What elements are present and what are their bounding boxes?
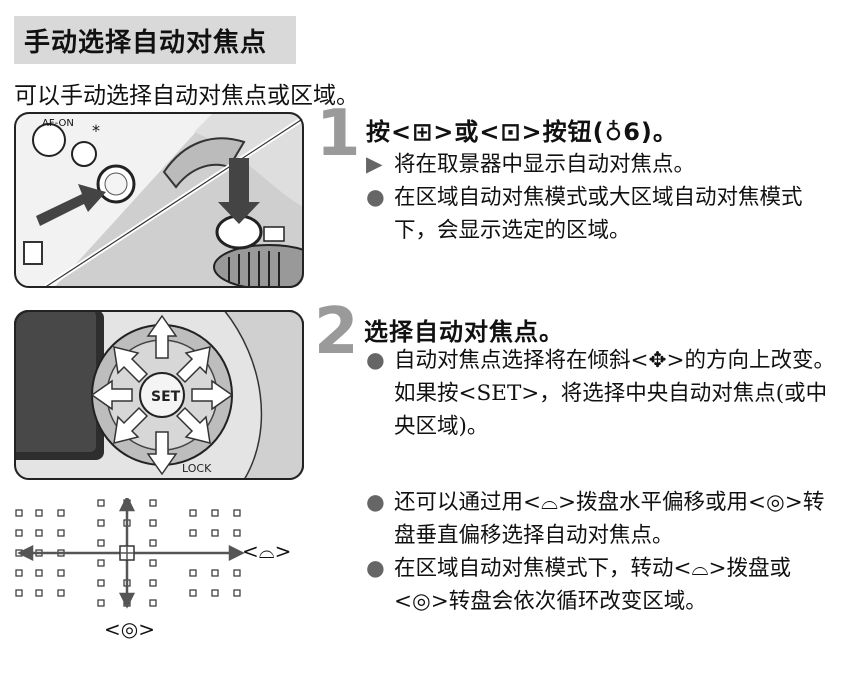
list-item: ▶将在取景器中显示自动对焦点。 — [366, 148, 840, 181]
dot-marker-icon: ● — [366, 490, 385, 515]
star-label: * — [92, 121, 100, 140]
lock-label: LOCK — [182, 462, 212, 475]
set-label: SET — [151, 389, 181, 405]
step-number-2: 2 — [314, 295, 359, 369]
af-on-label: AF-ON — [42, 118, 74, 129]
step1-bullets: ▶将在取景器中显示自动对焦点。 ●在区域自动对焦模式或大区域自动对焦模式下，会显… — [366, 148, 840, 247]
multi-controller-photo: SET LOCK — [14, 310, 304, 480]
dot-marker-icon: ● — [366, 348, 385, 373]
af-point-diagram — [14, 495, 314, 638]
quick-dial-label: <◎> — [104, 617, 155, 641]
camera-button-photo: AF-ON * — [14, 112, 304, 288]
intro-text: 可以手动选择自动对焦点或区域。 — [14, 83, 359, 109]
step1-heading: 按<⊞>或<⊡>按钮(♁6)。 — [366, 118, 678, 146]
step2-extra-bullets: ●还可以通过用<⌓>拨盘水平偏移或用<◎>转盘垂直偏移选择自动对焦点。 ●在区域… — [366, 486, 840, 618]
step2-heading: 选择自动对焦点。 — [364, 318, 564, 346]
page-title: 手动选择自动对焦点 — [24, 27, 268, 58]
list-item: ●还可以通过用<⌓>拨盘水平偏移或用<◎>转盘垂直偏移选择自动对焦点。 — [366, 486, 840, 552]
section-title-box: 手动选择自动对焦点 — [14, 16, 296, 64]
dot-marker-icon: ● — [366, 556, 385, 581]
list-item: ●在区域自动对焦模式或大区域自动对焦模式下，会显示选定的区域。 — [366, 181, 840, 247]
main-dial-label: <⌓> — [242, 539, 292, 563]
arrow-marker-icon: ▶ — [366, 152, 383, 177]
list-item: ●在区域自动对焦模式下，转动<⌓>拨盘或<◎>转盘会依次循环改变区域。 — [366, 552, 840, 618]
step-number-1: 1 — [316, 97, 361, 171]
dot-marker-icon: ● — [366, 185, 385, 210]
step2-bullets: ●自动对焦点选择将在倾斜<✥>的方向上改变。如果按<SET>，将选择中央自动对焦… — [366, 344, 840, 443]
list-item: ●自动对焦点选择将在倾斜<✥>的方向上改变。如果按<SET>，将选择中央自动对焦… — [366, 344, 840, 443]
